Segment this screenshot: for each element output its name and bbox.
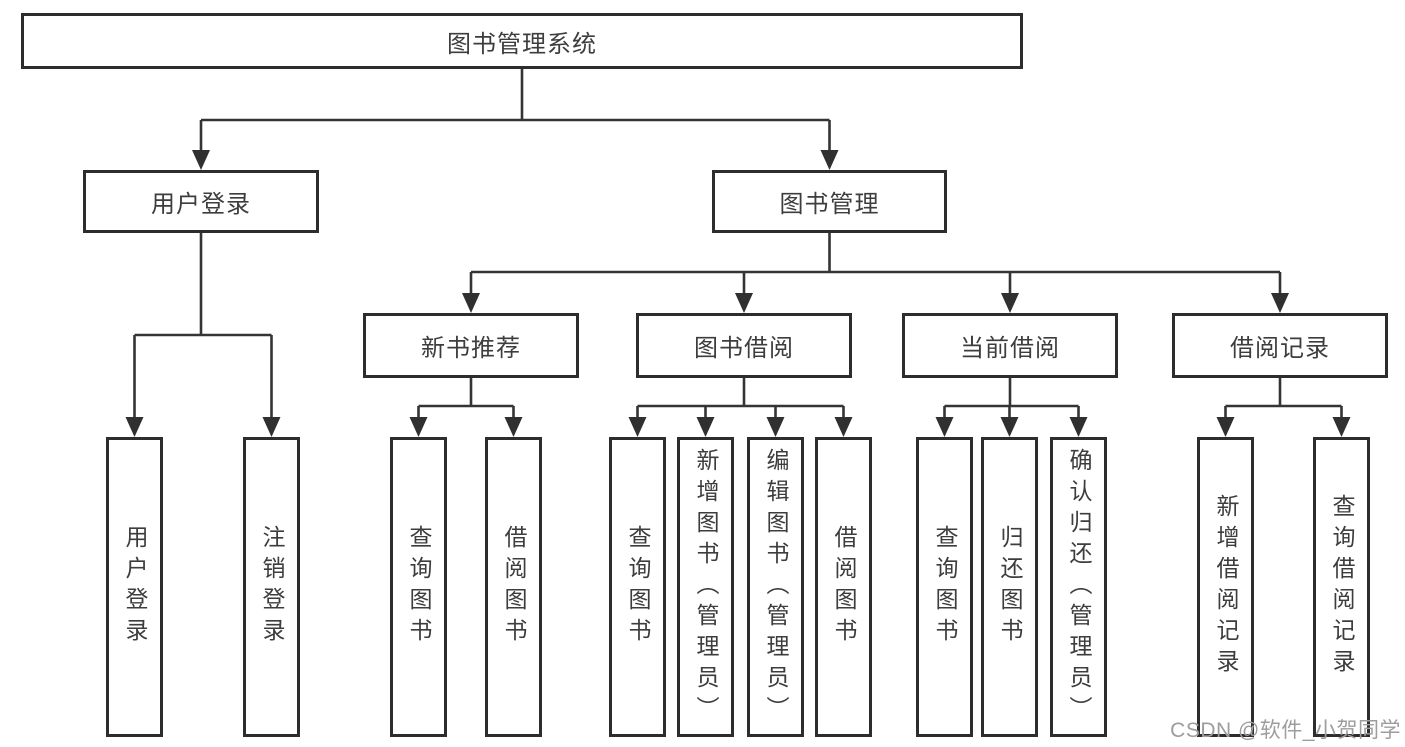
leaf-return-books: 归还图书 [981, 437, 1038, 737]
node-user-login: 用户登录 [83, 170, 319, 233]
csdn-watermark: CSDN @软件_小贺同学 [1170, 719, 1401, 742]
node-borrowing-records: 借阅记录 [1172, 313, 1388, 378]
node-library-management-system: 图书管理系统 [21, 13, 1023, 69]
node-current-borrowing: 当前借阅 [902, 313, 1118, 378]
connector-current-borrow [935, 378, 1088, 437]
leaf-add-books-admin: 新增图书（管理员） [677, 437, 734, 737]
node-book-management: 图书管理 [712, 170, 947, 233]
leaf-borrow-books-recommend: 借阅图书 [485, 437, 542, 737]
leaf-confirm-return-admin: 确认归还（管理员） [1050, 437, 1107, 737]
leaf-add-borrow-record: 新增借阅记录 [1197, 437, 1254, 737]
leaf-query-books-borrow: 查询图书 [609, 437, 666, 737]
leaf-logout-login: 注销登录 [243, 437, 300, 737]
leaf-query-borrow-record: 查询借阅记录 [1313, 437, 1370, 737]
leaf-query-books-recommend: 查询图书 [390, 437, 447, 737]
node-new-book-recommendation: 新书推荐 [363, 313, 579, 378]
connector-borrow-records [1216, 378, 1351, 437]
connector-book-borrow [628, 378, 853, 437]
leaf-borrow-books: 借阅图书 [815, 437, 872, 737]
leaf-query-books-current: 查询图书 [916, 437, 973, 737]
leaf-user-login: 用户登录 [106, 437, 163, 737]
node-book-borrowing: 图书借阅 [636, 313, 852, 378]
connector-new-book-recommend [409, 378, 523, 437]
connector-user-login [125, 233, 281, 437]
leaf-edit-books-admin: 编辑图书（管理员） [747, 437, 804, 737]
connector-book-management [462, 233, 1289, 313]
connector-root [192, 69, 839, 170]
